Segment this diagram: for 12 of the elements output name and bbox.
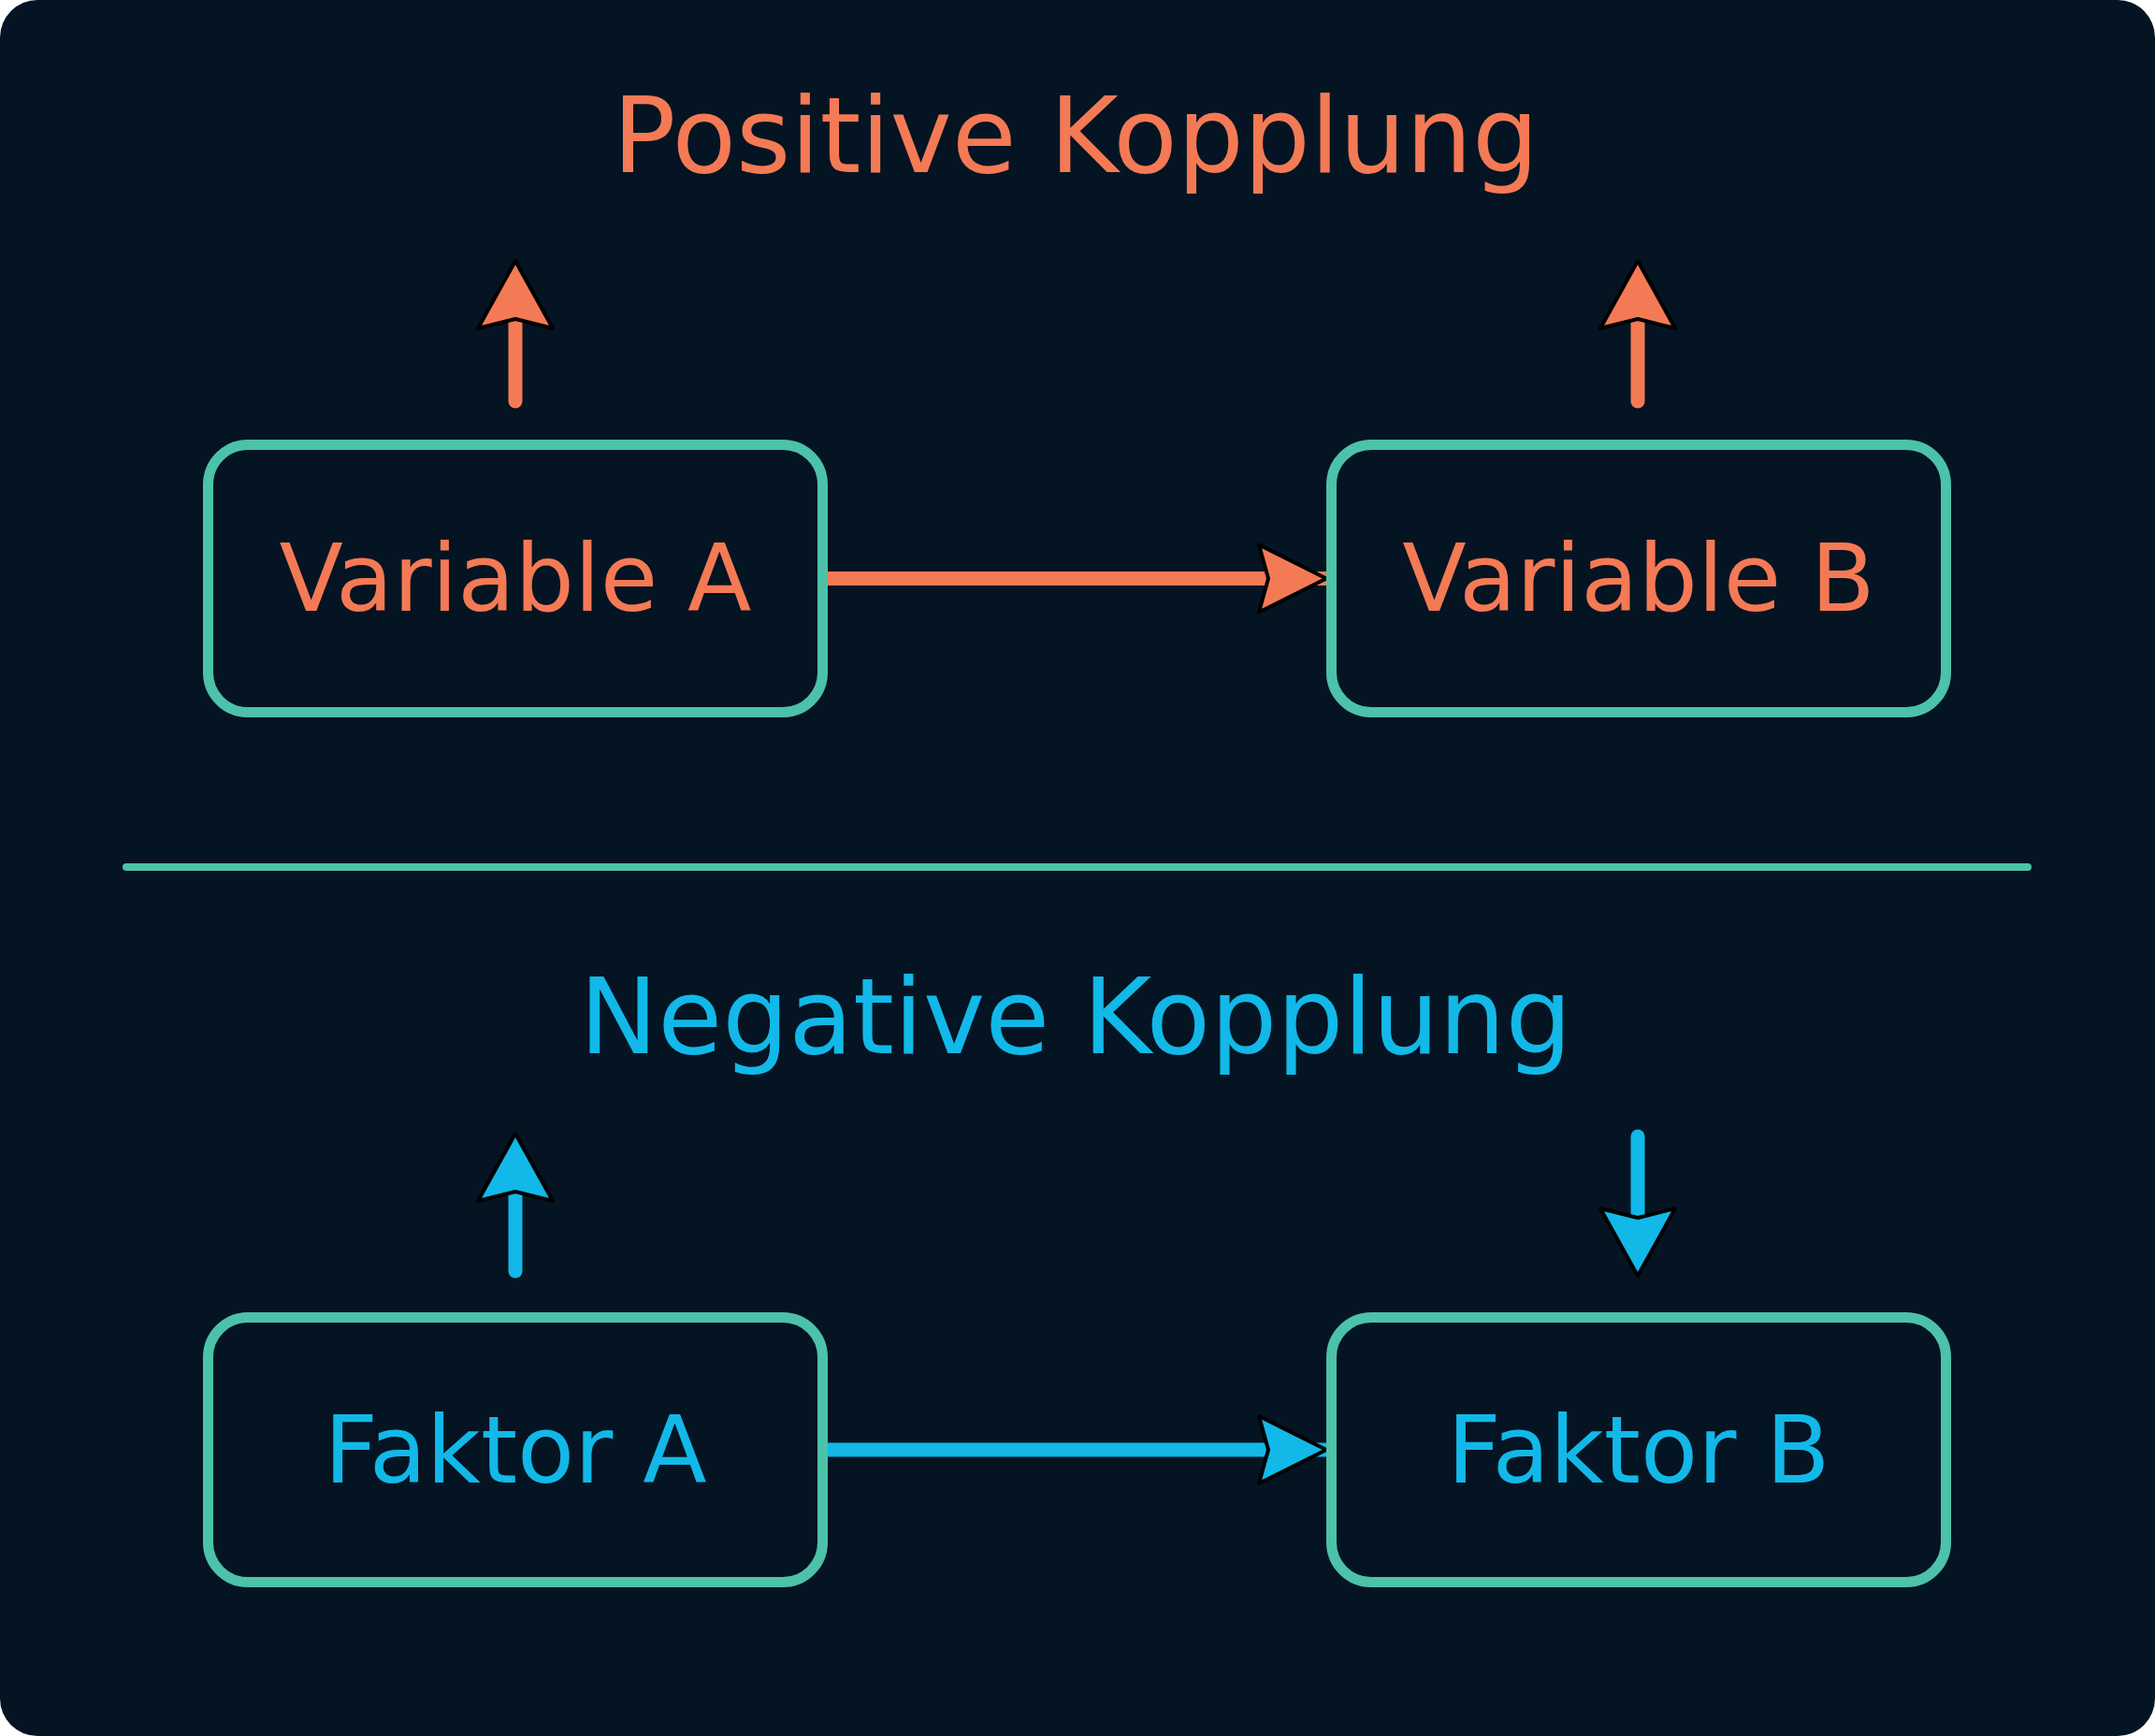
node-label: Faktor A xyxy=(324,1395,707,1505)
node-label: Variable B xyxy=(1402,524,1875,633)
rounded-box xyxy=(1326,1312,1951,1587)
node-label: Variable A xyxy=(279,524,752,633)
rounded-box xyxy=(203,440,828,717)
rounded-box xyxy=(203,1312,828,1587)
arrow xyxy=(828,1414,1328,1485)
section-heading: Negative Kopplung xyxy=(579,956,1572,1078)
section-heading: Positive Kopplung xyxy=(612,75,1540,196)
arrow xyxy=(828,542,1328,615)
rounded-box xyxy=(1326,440,1951,717)
node-label: Faktor B xyxy=(1447,1395,1830,1505)
